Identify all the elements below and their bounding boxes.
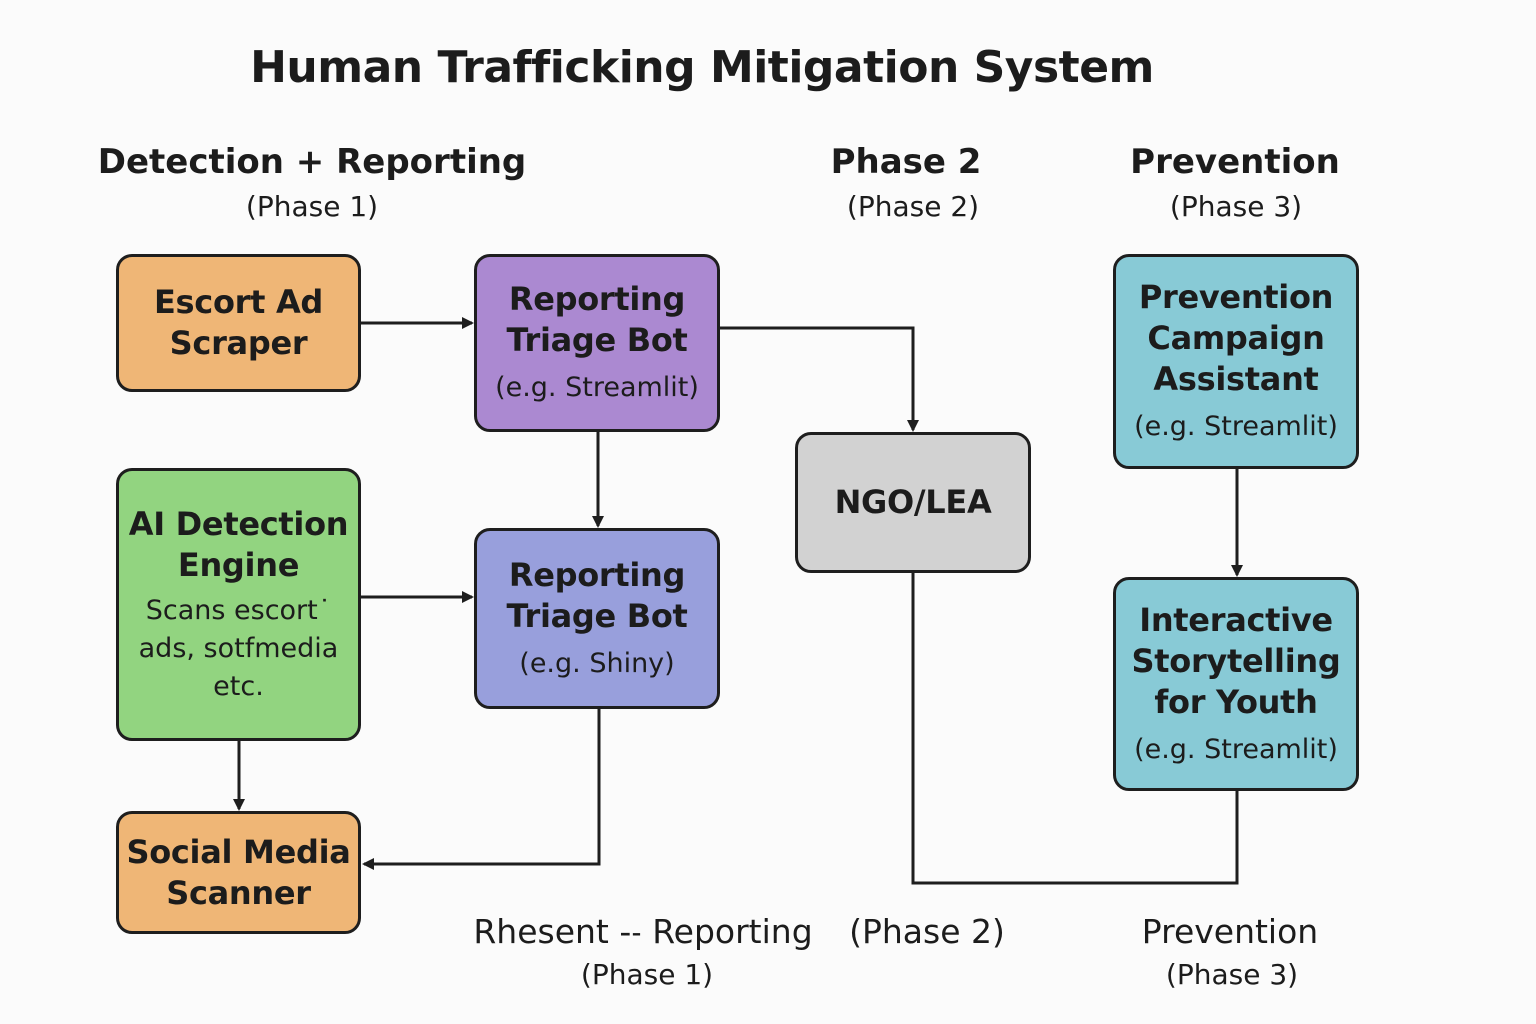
node-reporting-triage-bot-streamlit: Reporting Triage Bot (e.g. Streamlit) (474, 254, 720, 432)
line-ngo-to-storytelling (911, 572, 1239, 885)
arrow-triage-to-ngo (720, 326, 919, 432)
node-escort-ad-scraper: Escort Ad Scraper (116, 254, 361, 392)
column-phase-phase2: (Phase 2) (846, 190, 980, 223)
footer-heading-reporting: Rhesent -˗ Reporting (473, 912, 813, 951)
footer-phase-prevention: (Phase 3) (1165, 958, 1299, 991)
node-title: Prevention Campaign Assistant (1138, 278, 1334, 398)
footer-heading-phase2: (Phase 2) (849, 912, 1005, 951)
column-heading-detection: Detection + Reporting (97, 142, 527, 182)
column-phase-prevention: (Phase 3) (1169, 190, 1303, 223)
node-title: Reporting Triage Bot (506, 280, 688, 359)
column-heading-phase2: Phase 2 (830, 142, 982, 182)
column-heading-prevention: Prevention (1130, 142, 1340, 182)
node-subtitle: (e.g. Streamlit) (495, 372, 699, 403)
node-interactive-storytelling: Interactive Storytelling for Youth (e.g.… (1113, 577, 1359, 791)
node-title: Reporting Triage Bot (506, 555, 688, 635)
node-ngo-lea: NGO/LEA (795, 432, 1031, 573)
node-description: Scans escort˙ ads, sotfmedia etc. (138, 594, 339, 702)
diagram-title: Human Trafficking Mitigation System (250, 42, 1154, 93)
node-subtitle: (e.g. Streamlit) (1134, 411, 1338, 442)
footer-heading-prevention: Prevention (1141, 912, 1319, 951)
arrow-triage-shiny-to-social-scanner (362, 708, 601, 870)
node-ai-detection-engine: AI Detection Engine Scans escort˙ ads, s… (116, 468, 361, 741)
node-title: Social Media Scanner (126, 832, 351, 912)
node-subtitle: (e.g. Streamlit) (1134, 733, 1338, 765)
node-social-media-scanner: Social Media Scanner (116, 811, 361, 934)
node-title: Interactive Storytelling for Youth (1131, 600, 1341, 721)
column-phase-detection: (Phase 1) (245, 190, 379, 223)
node-prevention-campaign-assistant: Prevention Campaign Assistant (e.g. Stre… (1113, 254, 1359, 469)
node-title: NGO/LEA (834, 483, 992, 521)
footer-phase-reporting: (Phase 1) (580, 958, 714, 991)
node-title: AI Detection Engine (128, 504, 349, 584)
node-subtitle: (e.g. Shiny) (519, 647, 675, 679)
node-reporting-triage-bot-shiny: Reporting Triage Bot (e.g. Shiny) (474, 528, 720, 709)
node-title: Escort Ad Scraper (153, 283, 324, 362)
